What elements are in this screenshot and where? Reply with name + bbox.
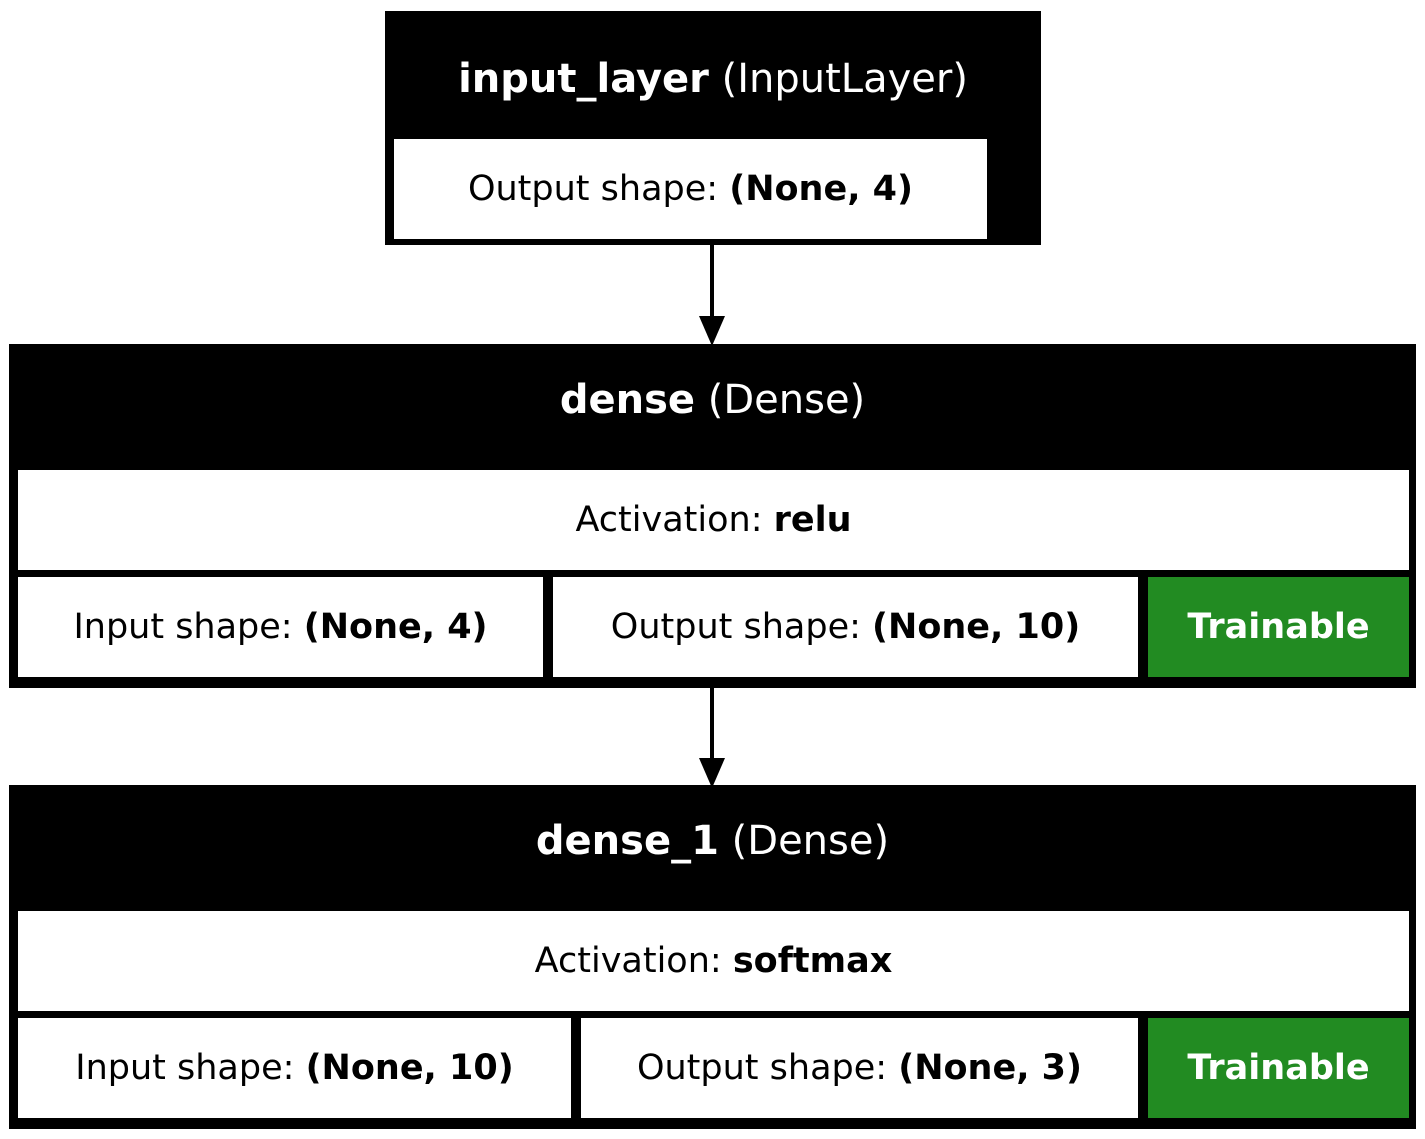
arrowhead-icon	[699, 316, 725, 346]
output-shape-label: Output shape:	[467, 169, 730, 209]
layer-type: (Dense)	[731, 818, 890, 864]
input-shape-cell: Input shape: (None, 4)	[18, 577, 543, 677]
activation-label: Activation:	[534, 941, 733, 981]
output-shape-cell: Output shape: (None, 10)	[553, 577, 1138, 677]
output-shape-cell: Output shape: (None, 3)	[581, 1018, 1138, 1118]
output-shape-label: Output shape:	[636, 1048, 899, 1088]
node-title: dense_1 (Dense)	[9, 817, 1416, 865]
output-shape-label: Output shape:	[610, 607, 873, 647]
trainable-badge: Trainable	[1148, 1018, 1409, 1118]
input-shape-value: (None, 4)	[303, 607, 488, 647]
layer-name: dense	[559, 377, 696, 423]
edge-dense-to-dense-1	[699, 688, 725, 788]
node-dense-1: dense_1 (Dense) Activation: softmax Inpu…	[9, 785, 1416, 1129]
node-title: input_layer (InputLayer)	[385, 55, 1041, 103]
input-shape-label: Input shape:	[75, 1048, 306, 1088]
trainable-badge: Trainable	[1148, 577, 1409, 677]
input-shape-cell: Input shape: (None, 10)	[18, 1018, 571, 1118]
layer-type: (Dense)	[707, 377, 866, 423]
activation-value: relu	[773, 500, 852, 540]
arrowhead-icon	[699, 758, 725, 788]
input-shape-value: (None, 10)	[305, 1048, 514, 1088]
activation-label: Activation:	[575, 500, 774, 540]
output-shape-value: (None, 10)	[872, 607, 1081, 647]
activation-cell: Activation: softmax	[18, 911, 1409, 1011]
input-shape-label: Input shape:	[73, 607, 304, 647]
node-title: dense (Dense)	[9, 376, 1416, 424]
edge-input-to-dense	[699, 245, 725, 346]
layer-name: dense_1	[535, 818, 719, 864]
output-shape-value: (None, 4)	[729, 169, 914, 209]
output-shape-value: (None, 3)	[898, 1048, 1083, 1088]
output-shape-cell: Output shape: (None, 4)	[394, 139, 987, 239]
activation-value: softmax	[732, 941, 893, 981]
layer-name: input_layer	[458, 56, 709, 102]
node-input-layer: input_layer (InputLayer) Output shape: (…	[385, 11, 1041, 245]
node-dense: dense (Dense) Activation: relu Input sha…	[9, 344, 1416, 688]
activation-cell: Activation: relu	[18, 470, 1409, 570]
layer-type: (InputLayer)	[721, 56, 968, 102]
